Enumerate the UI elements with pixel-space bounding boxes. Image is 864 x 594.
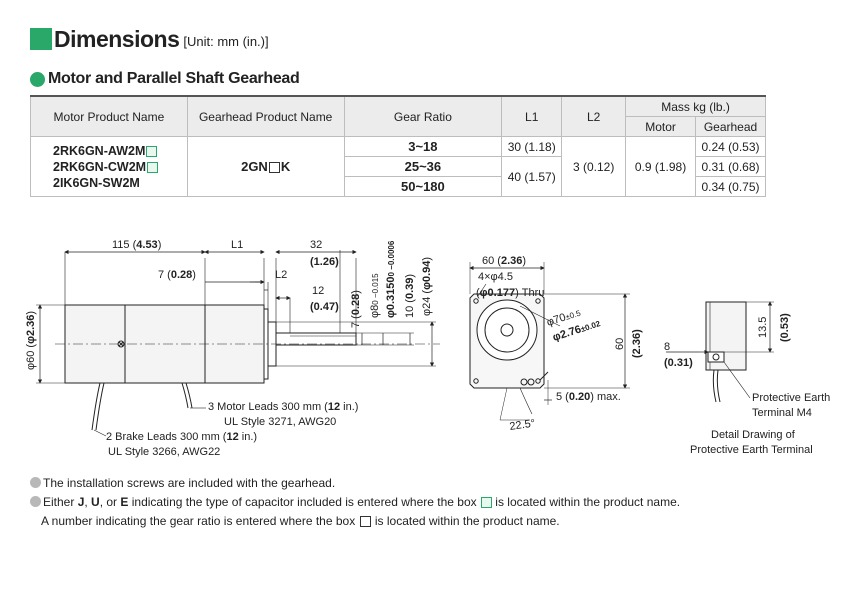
dim-10: 10 (0.39): [404, 274, 416, 318]
page-title: Dimensions: [54, 26, 180, 52]
mass-gearhead-cell: 0.31 (0.68): [695, 156, 766, 177]
dim-32-in: (1.26): [310, 256, 339, 268]
note-bullet-icon: [30, 477, 41, 488]
capacitor-box-icon: [480, 497, 492, 509]
section-title: Motor and Parallel Shaft Gearhead: [48, 70, 300, 87]
note-item: A number indicating the gear ratio is en…: [41, 514, 560, 528]
page-header: Dimensions [Unit: mm (in.)]: [30, 26, 269, 52]
note-item: Either J, U, or E indicating the type of…: [30, 493, 680, 512]
side-view-labels: 115 (4.53) L1 32 (1.26) 7 (0.28) L2 12 (…: [25, 239, 433, 370]
l1-cell: 40 (1.57): [501, 156, 563, 197]
th-mass-gearhead: Gearhead: [695, 116, 766, 137]
pe-terminal-detail: [666, 301, 774, 403]
hole-thru: (φ0.177) Thru: [476, 287, 544, 299]
ratio-box-icon: [268, 162, 280, 174]
title-marker-icon: [30, 28, 52, 50]
note-item: The installation screws are included wit…: [30, 474, 680, 493]
dim-32: 32: [310, 239, 322, 251]
dim-l2: L2: [275, 269, 287, 281]
unit-label: [Unit: mm (in.)]: [183, 34, 269, 49]
dim-135-in: (0.53): [779, 313, 791, 342]
hole-spec: 4×φ4.5: [478, 271, 513, 283]
th-mass-motor: Motor: [625, 116, 696, 137]
dim-12-in: (0.47): [310, 301, 339, 313]
motor-product-item: 2RK6GN-CW2M: [53, 159, 187, 175]
motor-product-cell: 2RK6GN-AW2M 2RK6GN-CW2M 2IK6GN-SW2M: [30, 136, 188, 197]
pe-terminal-size: Terminal M4: [752, 407, 812, 419]
th-l1: L1: [501, 95, 563, 137]
spec-table: Motor Product Name Gearhead Product Name…: [30, 95, 766, 197]
dim-phi8: φ80 −0.015: [369, 273, 381, 318]
brake-leads-style: UL Style 3266, AWG22: [108, 446, 220, 458]
dim-l1: L1: [231, 239, 243, 251]
capacitor-box-icon: [146, 145, 158, 157]
side-view: [36, 249, 440, 431]
output-shaft: [275, 332, 357, 346]
dim-135: 13.5: [757, 317, 769, 338]
dim-phi60: φ60 (φ2.36): [25, 311, 37, 370]
note-bullet-icon: [30, 496, 41, 507]
gear-ratio-cell: 50~180: [343, 176, 503, 197]
dim-7: 7 (0.28): [158, 269, 196, 281]
section-header: Motor and Parallel Shaft Gearhead: [30, 70, 300, 88]
dim-phi70: φ70±0.5: [545, 306, 582, 328]
brake-leads-label: 2 Brake Leads 300 mm (12 in.): [106, 431, 257, 443]
dim-8: 8: [664, 341, 670, 353]
motor-product-item: 2RK6GN-AW2M: [53, 143, 187, 159]
front-view: [469, 262, 630, 421]
lead-labels: 3 Motor Leads 300 mm (12 in.) UL Style 3…: [106, 401, 358, 458]
ratio-box-icon: [359, 516, 371, 528]
dim-length: 115 (4.53): [112, 239, 161, 251]
dim-60-width: 60 (2.36): [482, 255, 526, 267]
capacitor-box-icon: [147, 161, 159, 173]
mass-gearhead-cell: 0.34 (0.75): [695, 176, 766, 197]
motor-leads-label: 3 Motor Leads 300 mm (12 in.): [208, 401, 358, 413]
dim-8-in: (0.31): [664, 357, 693, 369]
motor-product-item: 2IK6GN-SW2M: [53, 175, 140, 190]
dim-60-height: 60: [614, 338, 626, 350]
pe-terminal-label: Protective Earth: [752, 392, 830, 404]
dim-phi24: φ24 (φ0.94): [421, 257, 433, 316]
th-gearhead-product: Gearhead Product Name: [186, 95, 345, 137]
pe-detail-labels: 13.5 (0.53) 8 (0.31) Protective Earth Te…: [664, 313, 830, 456]
detail-caption-2: Protective Earth Terminal: [690, 444, 813, 456]
dim-phi03150: φ0.31500 −0.0006: [385, 240, 397, 318]
th-l2: L2: [561, 95, 627, 137]
dim-12: 12: [312, 285, 324, 297]
dim-angle: 22.5°: [509, 417, 536, 432]
section-bullet-icon: [30, 71, 45, 87]
notes: The installation screws are included wit…: [30, 474, 680, 531]
motor-leads-style: UL Style 3271, AWG20: [224, 416, 336, 428]
dim-60-height-in: (2.36): [631, 329, 643, 358]
detail-caption-1: Detail Drawing of: [711, 429, 796, 441]
l2-cell: 3 (0.12): [561, 136, 627, 197]
dim-7v: 7 (0.28): [350, 290, 362, 328]
dim-5-max: 5 (0.20) max.: [556, 391, 621, 403]
